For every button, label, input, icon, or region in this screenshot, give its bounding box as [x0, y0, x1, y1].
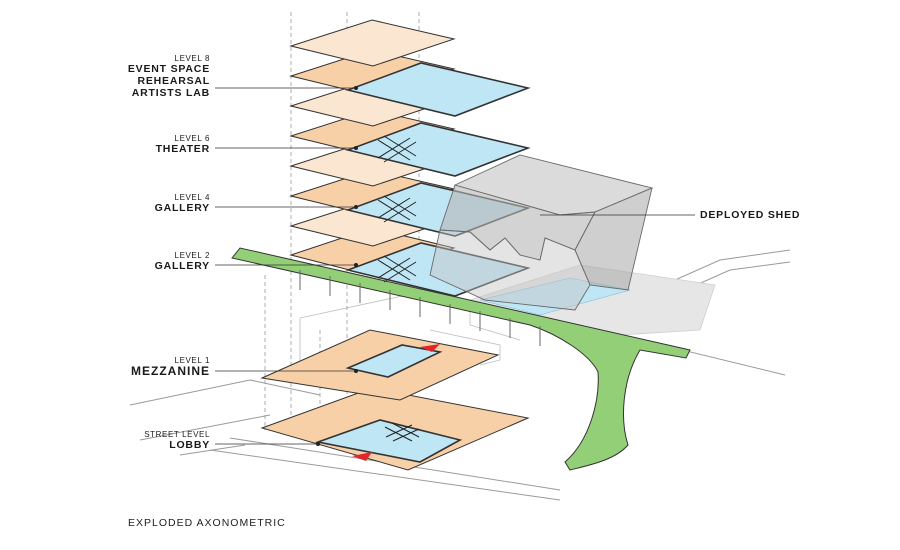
level6-name: THEATER: [155, 143, 210, 156]
label-street: STREET LEVEL LOBBY: [100, 430, 210, 451]
lower-floors: [260, 329, 530, 471]
level1-level: LEVEL 1: [174, 356, 210, 365]
level8-level: LEVEL 8: [174, 54, 210, 63]
level8-program: [345, 62, 531, 117]
high-line-columns: [299, 270, 541, 346]
label-level2: LEVEL 2 GALLERY: [100, 251, 210, 272]
street-level: STREET LEVEL: [144, 430, 210, 439]
mezzanine-program: [345, 344, 443, 378]
diagram-caption: EXPLODED AXONOMETRIC: [128, 517, 286, 529]
level8-line3: ARTISTS LAB: [131, 87, 210, 100]
red-marker-lobby: [352, 452, 372, 461]
deployed-shed: [429, 154, 654, 311]
label-level8: LEVEL 8 EVENT SPACE REHEARSAL ARTISTS LA…: [100, 54, 210, 99]
level8-line1: EVENT SPACE: [127, 63, 210, 76]
roof-floor: [289, 19, 456, 67]
label-level1: LEVEL 1 MEZZANINE: [100, 356, 210, 379]
leader-lines: [215, 87, 695, 445]
level1-name: MEZZANINE: [131, 364, 210, 379]
level2-name: GALLERY: [154, 260, 210, 273]
leader-dots: [316, 86, 358, 446]
level6-program: [345, 122, 531, 177]
street-name: LOBBY: [169, 439, 210, 452]
level6-level: LEVEL 6: [174, 134, 210, 143]
label-level6: LEVEL 6 THEATER: [100, 134, 210, 155]
shed-side-wall: [574, 187, 653, 291]
level2-program: [345, 242, 531, 297]
label-level4: LEVEL 4 GALLERY: [100, 193, 210, 214]
high-line: [231, 247, 691, 471]
level8-line2: REHEARSAL: [137, 75, 210, 88]
shed-blue-plaza: [479, 277, 631, 316]
red-marker-mezzanine: [420, 344, 440, 352]
level2-level: LEVEL 2: [174, 251, 210, 260]
escalators: [377, 135, 417, 283]
lobby-stair: [384, 422, 420, 442]
label-deployed-shed: DEPLOYED SHED: [700, 209, 801, 221]
shed-lower-skirt: [429, 229, 591, 311]
lobby-program: [314, 419, 463, 463]
level4-name: GALLERY: [154, 202, 210, 215]
level4-level: LEVEL 4: [174, 193, 210, 202]
